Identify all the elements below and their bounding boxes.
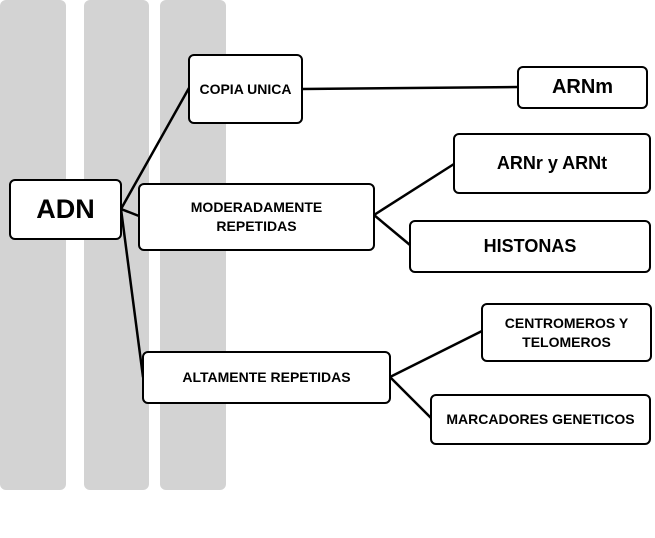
- node-arnm-label: ARNm: [551, 76, 614, 98]
- node-histonas-label: HISTONAS: [483, 236, 577, 257]
- background-stripe-1: [0, 0, 66, 490]
- node-adn-label: ADN: [36, 194, 95, 225]
- connector-adn-moderadamente: [119, 207, 141, 218]
- connector-altamente-marcadores: [388, 375, 433, 420]
- node-arnr-arnt-label: ARNr y ARNt: [496, 153, 608, 174]
- node-altamente-repetidas-label: ALTAMENTE REPETIDAS: [182, 369, 351, 386]
- node-histonas: HISTONAS: [409, 220, 651, 273]
- connector-moderadamente-histonas: [372, 213, 412, 247]
- connector-adn-copia-unica: [119, 86, 191, 211]
- node-copia-unica: COPIA UNICA: [188, 54, 303, 124]
- node-copia-unica-label: COPIA UNICA: [199, 80, 292, 97]
- node-centromeros-telomeros: CENTROMEROS Y TELOMEROS: [481, 303, 652, 362]
- node-centromeros-telomeros-label: CENTROMEROS Y TELOMEROS: [504, 314, 629, 350]
- node-marcadores-geneticos-label: MARCADORES GENETICOS: [446, 411, 635, 428]
- node-moderadamente-repetidas-label: MODERADAMENTE REPETIDAS: [190, 199, 323, 234]
- connector-copia-unica-arnm: [300, 85, 520, 91]
- connector-adn-altamente: [119, 207, 145, 379]
- node-altamente-repetidas: ALTAMENTE REPETIDAS: [142, 351, 391, 404]
- connector-altamente-centromeros: [388, 329, 484, 379]
- node-adn: ADN: [9, 179, 122, 240]
- node-arnm: ARNm: [517, 66, 648, 109]
- node-marcadores-geneticos: MARCADORES GENETICOS: [430, 394, 651, 445]
- node-moderadamente-repetidas: MODERADAMENTE REPETIDAS: [138, 183, 375, 251]
- connector-moderadamente-arnr: [372, 162, 456, 217]
- node-arnr-arnt: ARNr y ARNt: [453, 133, 651, 194]
